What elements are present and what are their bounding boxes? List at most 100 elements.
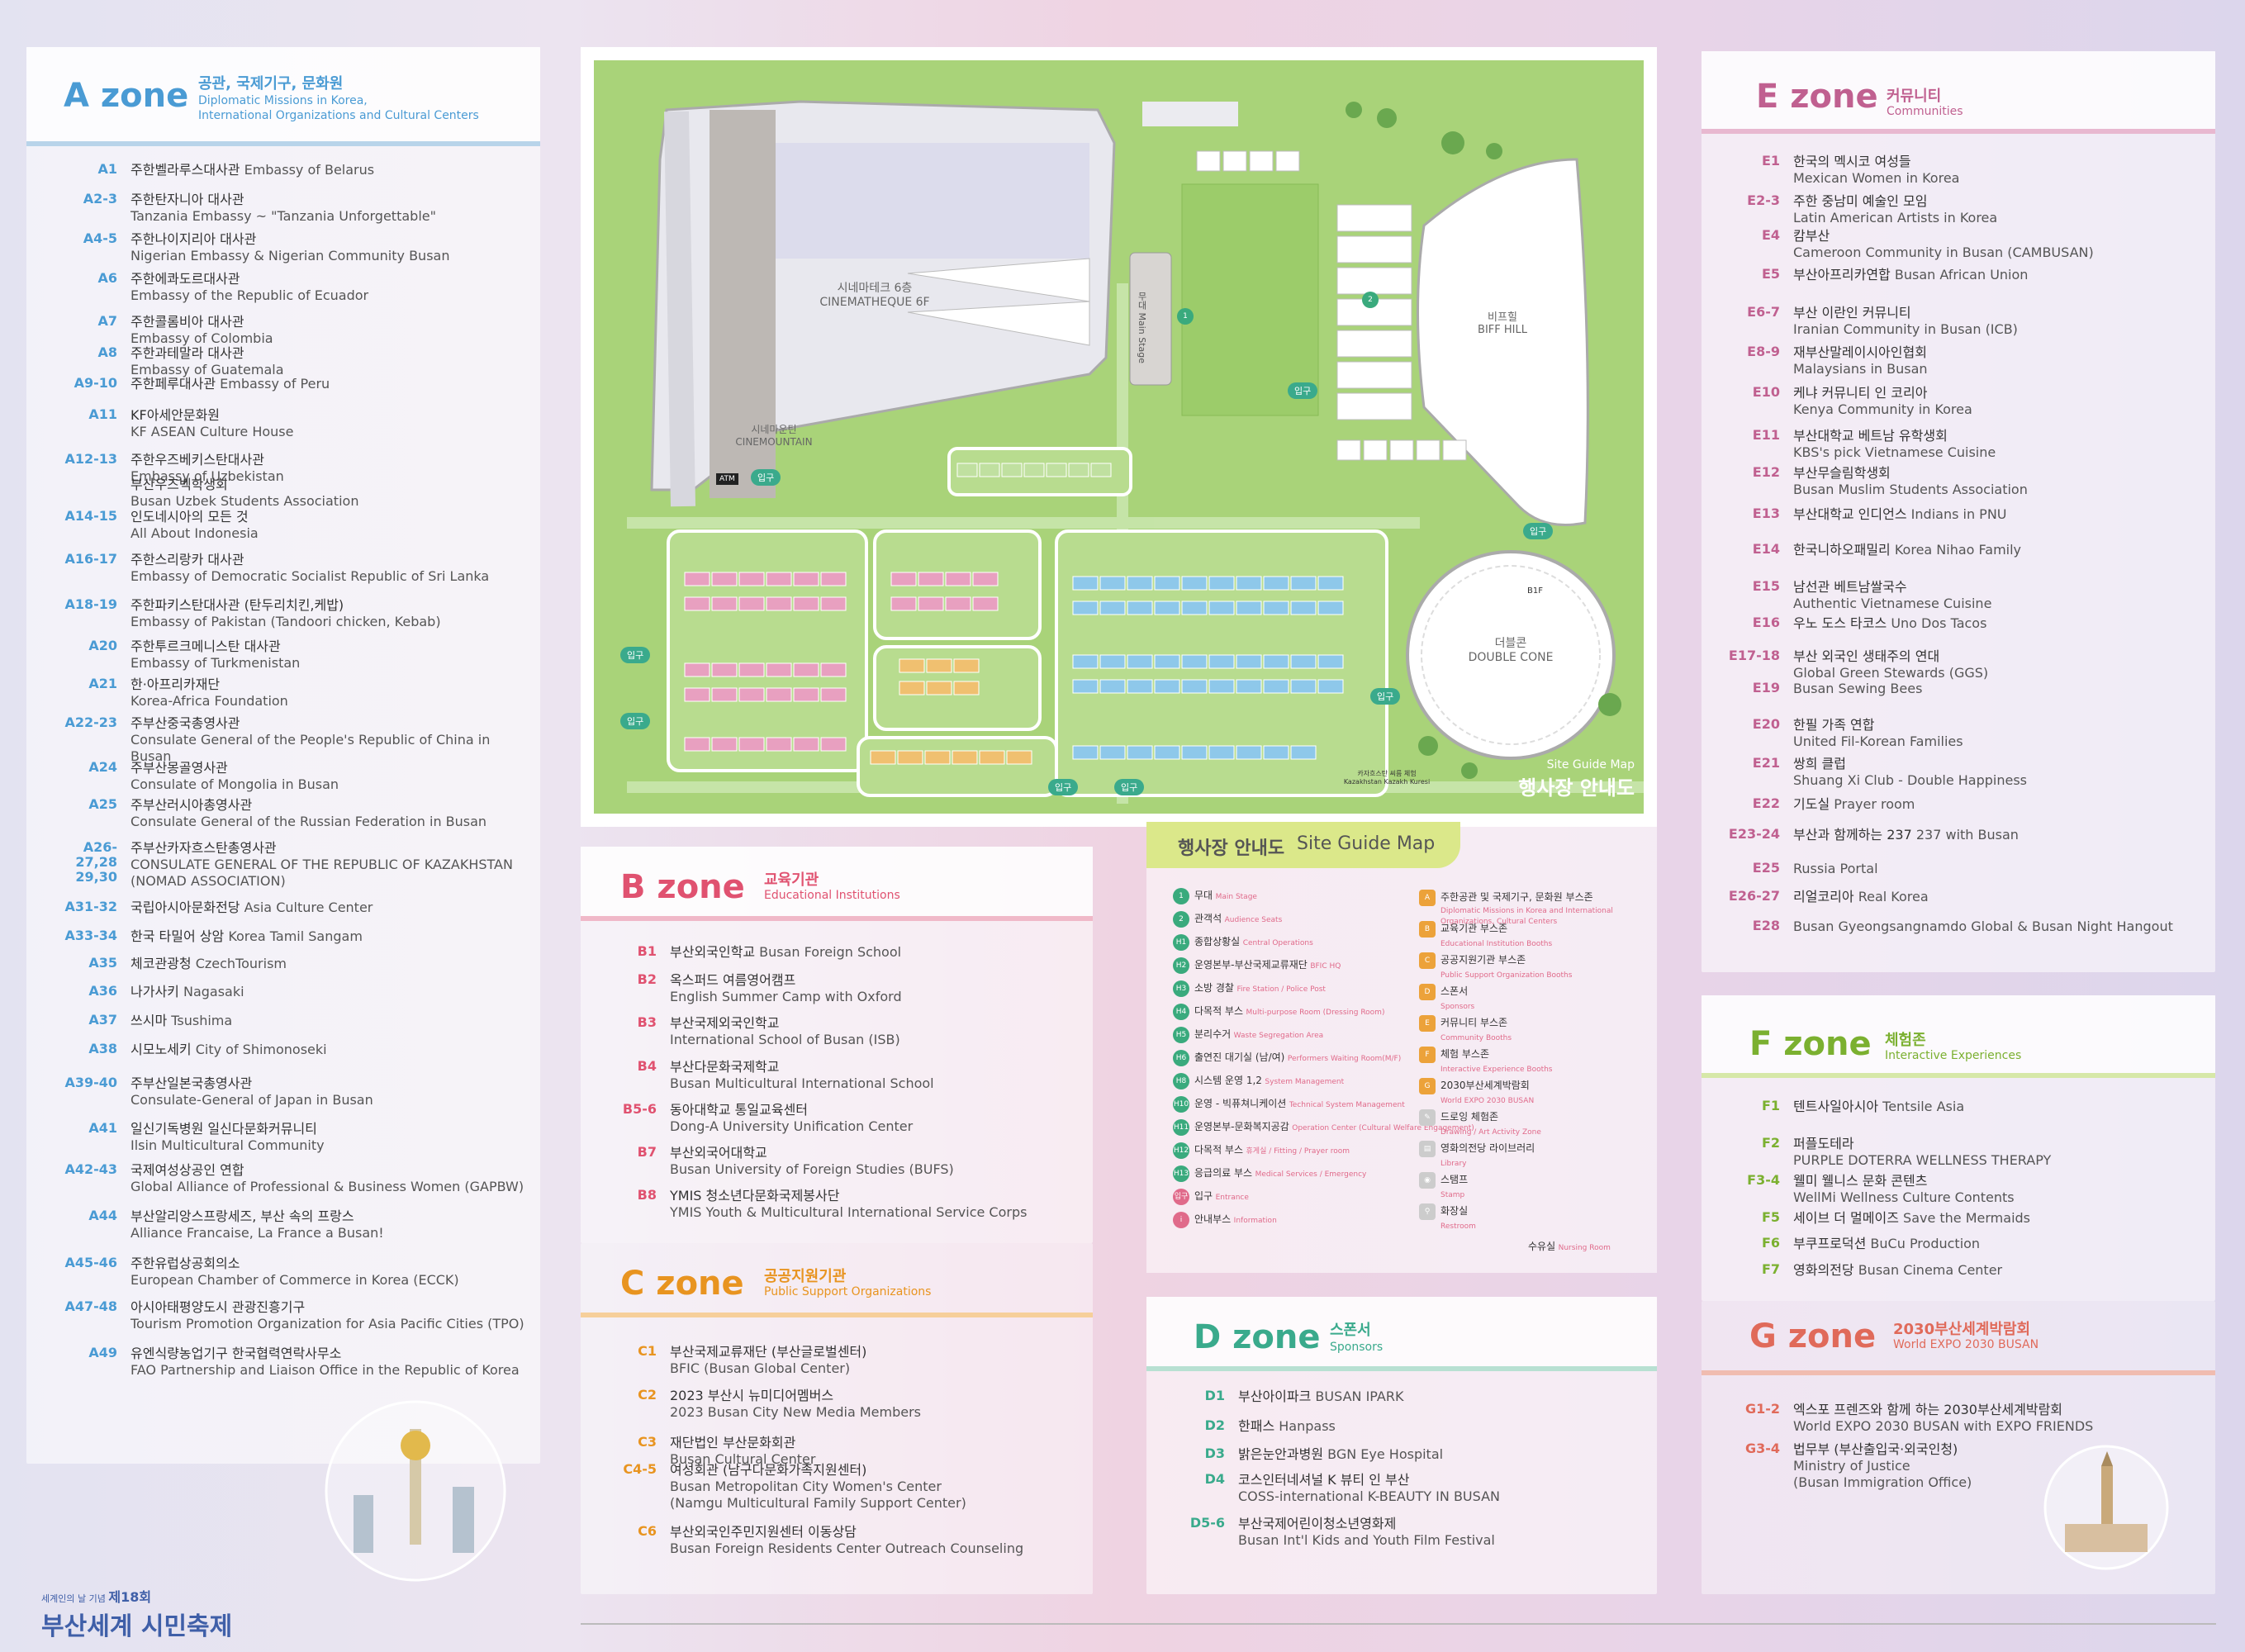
legend-ko: 교육기관 부스존 [1441,923,1508,934]
map-booth [1090,463,1112,477]
zoneA-item-code: A36 [88,983,117,999]
zoneE-item-code: E1 [1761,153,1780,169]
zoneE-item-code: E19 [1752,680,1780,695]
zoneE-item-text: 부산대학교 베트남 유학생회 KBS's pick Vietnamese Cui… [1793,428,2209,461]
zoneD-item-text: 밝은눈안과병원 BGN Eye Hospital [1238,1446,1650,1463]
zoneB-item-code: B1 [637,943,657,959]
zoneF-item-text: 세이브 더 멀메이즈 Save the Mermaids [1793,1210,2209,1227]
zoneE-item-code: E13 [1752,506,1780,521]
zoneE-item-ko: 부산 외국인 생태주의 연대 [1793,648,1940,664]
zoneA-item-code: A24 [88,759,117,775]
zoneA-item-text: 주한페루대사관 Embassy of Peru [131,376,534,392]
zoneA-item-code: A38 [88,1041,117,1056]
legend-marker: G [1419,1078,1436,1094]
legend-header: 행사장 안내도 Site Guide Map [1146,822,1460,868]
zoneF-item-en: Save the Mermaids [1903,1210,2031,1226]
entrance-marker: 입구 [1370,688,1401,705]
map-booth [979,463,1000,477]
zoneE-item-text: 한국니하오패밀리 Korea Nihao Family [1793,542,2209,558]
zoneB-item-ko: 옥스퍼드 여름영어캠프 [670,972,796,988]
zoneG-item-code: G1-2 [1744,1401,1780,1417]
g-zone-en: World EXPO 2030 BUSAN [1893,1338,2039,1351]
zoneA-item-text: 일신기독병원 일신다문화커뮤니티 Ilsin Multicultural Com… [131,1121,534,1154]
map-booth [1181,679,1208,694]
zoneD-item-en: Busan Int'l Kids and Youth Film Festival [1238,1532,1495,1548]
legend-ko: 스탬프 [1441,1174,1469,1185]
c-zone-ko: 공공지원기관 [764,1268,847,1285]
zoneC-item-en: Busan Cultural Center [670,1451,816,1467]
legend-marker: C [1419,952,1436,969]
zoneE-item-en: Indians in PNU [1910,506,2007,522]
zoneA-item-en: Consulate-General of Japan in Busan [131,1092,373,1108]
zoneA-item-en: KF ASEAN Culture House [131,424,294,439]
legend-ko: 안내부스 [1194,1213,1232,1225]
zoneA-item-ko: 인도네시아의 모든 것 [131,509,249,525]
map-booth [1099,654,1126,669]
entrance-marker: 입구 [1288,382,1318,399]
a-zone-en: Diplomatic Missions in Korea, Internatio… [198,94,479,122]
map-booth [738,687,765,702]
zoneC-item-ko: 여성회관 (남구다문화가족지원센터) [670,1462,867,1478]
site-guide-title: Site Guide Map 행사장 안내도 [1518,758,1635,800]
nursing-legend: 수유실 Nursing Room [1528,1241,1611,1253]
map-booth [738,662,765,677]
zoneA-item-ko: 주한탄자니아 대사관 [131,192,244,207]
map-booth [1181,576,1208,591]
legend-marker: H3 [1173,980,1189,997]
map-booth [820,687,847,702]
map-booth [1236,601,1262,615]
zoneF-item-code: F2 [1761,1135,1780,1151]
c-zone-header: C zone 공공지원기관 Public Support Organizatio… [581,1243,1093,1317]
zoneA-item-text: 유엔식량농업기구 한국협력연락사무소 FAO Partnership and L… [131,1346,534,1379]
map-booth [1181,654,1208,669]
map-booth [684,662,710,677]
zoneE-item-ko: 리얼코리아 [1793,889,1854,904]
a-zone-title: A zone [64,77,189,115]
zoneA-item-ko: 쓰시마 [131,1013,168,1028]
zoneB-item-en: Dong-A University Unification Center [670,1118,914,1134]
zoneA-item-en: City of Shimonoseki [195,1042,327,1057]
zoneB-item-text: 동아대학교 통일교육센터 Dong-A University Unificati… [670,1102,1086,1135]
zoneB-item-text: 부산다문화국제학교 Busan Multicultural Internatio… [670,1059,1086,1092]
map-booth [711,737,738,752]
zoneA-item-en: Global Alliance of Professional & Busine… [131,1179,524,1194]
map-booth [1263,576,1289,591]
map-booth [1208,654,1235,669]
zoneE-item-code: E14 [1752,541,1780,557]
zoneA-item-text: 주한우즈베키스탄대사관 Embassy of Uzbekistan [131,452,534,485]
zoneF-item-code: F3-4 [1747,1172,1780,1188]
d-zone-en: Sponsors [1330,1341,1384,1354]
map-booth [1023,463,1045,477]
zoneA-item-code: A41 [88,1120,117,1136]
zoneA-item-en: Korea-Africa Foundation [131,693,288,709]
map-booth [1127,576,1153,591]
zoneA-item-en: European Chamber of Commerce in Korea (E… [131,1272,459,1288]
zoneE-item-ko: 기도실 [1793,796,1830,812]
e-zone-en: Communities [1887,105,1963,118]
zoneE-item-ko: 부산과 함께하는 237 [1793,827,1912,843]
legend-ko: 출연진 대기실 (남/여) [1194,1051,1285,1063]
zoneA-item-en: Alliance Francaise, La France a Busan! [131,1225,384,1241]
zoneA-item-text: 주한탄자니아 대사관 Tanzania Embassy ~ "Tanzania … [131,192,534,225]
legend-marker: B [1419,921,1436,938]
footer-rule [581,1623,2216,1625]
zoneA-item-en: CONSULATE GENERAL OF THE REPUBLIC OF KAZ… [131,857,513,889]
zoneE-item-ko: 부산아프리카연합 [1793,267,1891,282]
map-booth [1290,745,1317,760]
zoneA-item-text: 주한벨라루스대사관 Embassy of Belarus [131,162,534,178]
zoneE-item-text: 케냐 커뮤니티 인 코리아 Kenya Community in Korea [1793,385,2209,418]
zoneA-item-ko: 나가사키 [131,984,179,999]
zoneF-item-text: 영화의전당 Busan Cinema Center [1793,1262,2209,1279]
legend-marker: H5 [1173,1027,1189,1043]
zoneA-item-en: Embassy of Pakistan (Tandoori chicken, K… [131,614,441,629]
map-booth [820,737,847,752]
map-booth [926,681,952,695]
zoneD-item-en: Hanpass [1279,1418,1336,1434]
